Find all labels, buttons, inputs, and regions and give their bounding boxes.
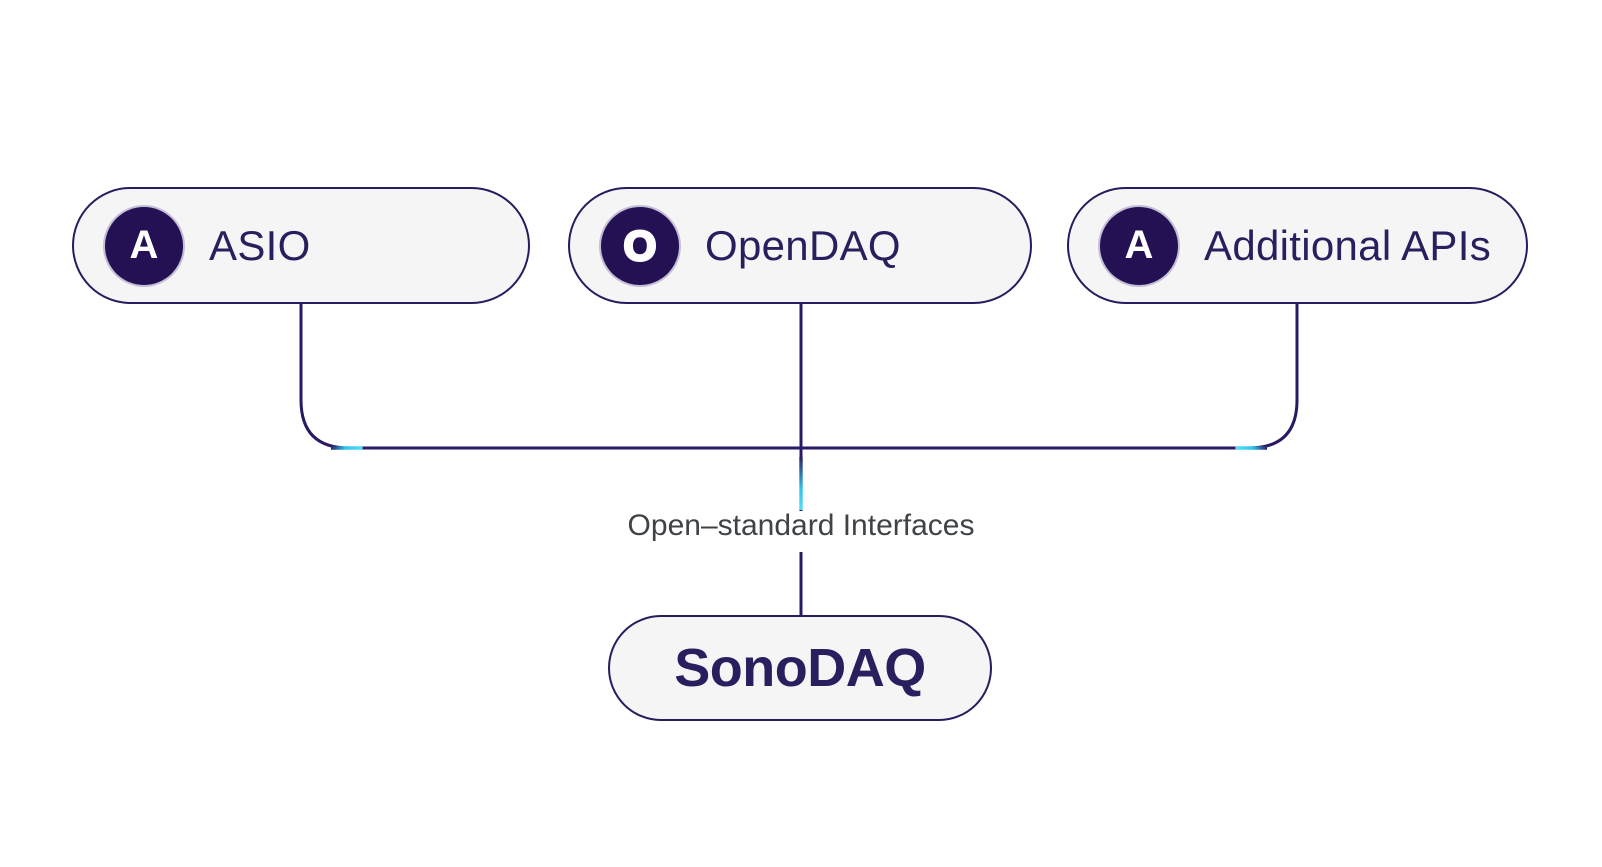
- opendaq-badge-letter: O: [622, 220, 658, 270]
- connector-label: Open–standard Interfaces: [627, 509, 975, 542]
- additional-apis-badge-letter: A: [1124, 223, 1154, 267]
- node-label-sonodaq: SonoDAQ: [674, 638, 926, 698]
- additional-apis-badge-icon: A: [1100, 206, 1178, 285]
- asio-badge-letter: A: [129, 223, 159, 267]
- opendaq-badge-icon: O: [601, 206, 679, 285]
- node-label-additional-apis: Additional APIs: [1204, 221, 1492, 269]
- node-additional-apis: A Additional APIs: [1067, 187, 1528, 304]
- asio-badge-icon: A: [105, 206, 183, 285]
- node-label-opendaq: OpenDAQ: [705, 221, 901, 269]
- branch-connector: [299, 303, 1299, 450]
- node-label-asio: ASIO: [209, 221, 311, 269]
- node-asio: A ASIO: [72, 187, 530, 304]
- node-opendaq: O OpenDAQ: [568, 187, 1032, 304]
- node-sonodaq: SonoDAQ: [608, 615, 992, 721]
